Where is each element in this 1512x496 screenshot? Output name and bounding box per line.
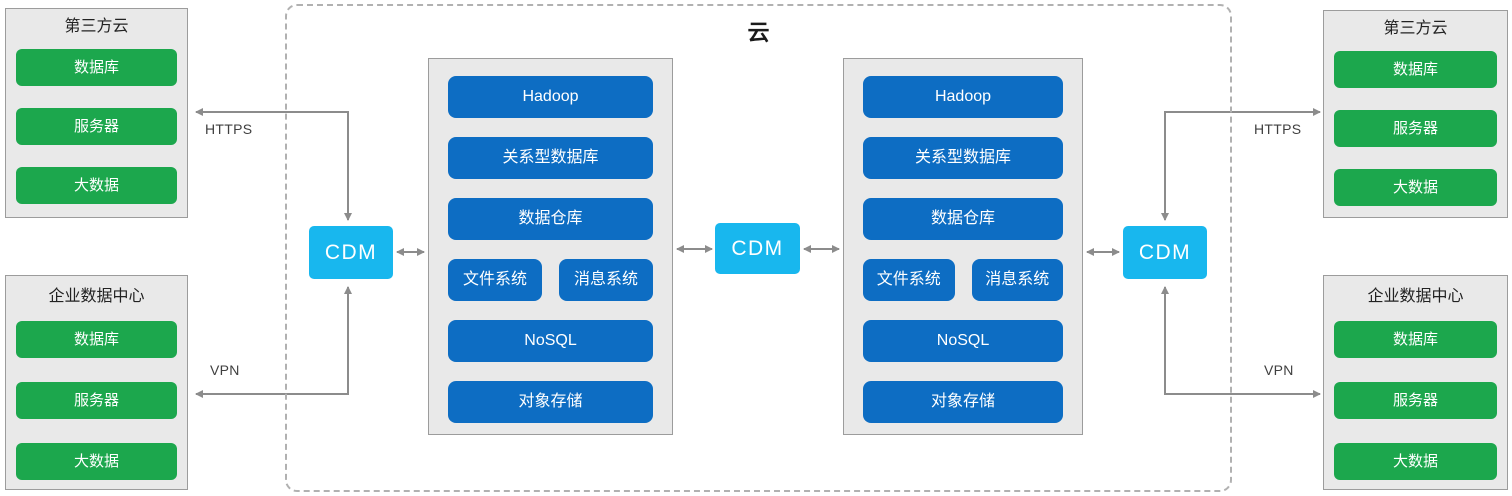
cloud-service-nosql: NoSQL: [863, 320, 1063, 362]
external-item-bigdata: 大数据: [1334, 443, 1497, 480]
cloud-service-hadoop: Hadoop: [448, 76, 653, 118]
cloud-service-object-storage: 对象存储: [448, 381, 653, 423]
cloud-service-nosql: NoSQL: [448, 320, 653, 362]
https-label-left: HTTPS: [205, 121, 253, 137]
vpn-label-right: VPN: [1264, 362, 1294, 378]
cloud-service-relational-db: 关系型数据库: [863, 137, 1063, 179]
cdm-node-right: CDM: [1123, 226, 1207, 279]
external-item-database: 数据库: [1334, 321, 1497, 358]
cdm-node-middle: CDM: [715, 223, 800, 274]
external-box-top-left: 第三方云 数据库 服务器 大数据: [5, 8, 188, 218]
external-item-server: 服务器: [1334, 382, 1497, 419]
cloud-service-file-system: 文件系统: [448, 259, 542, 301]
cloud-service-file-system: 文件系统: [863, 259, 955, 301]
external-item-bigdata: 大数据: [16, 443, 177, 480]
vpn-label-left: VPN: [210, 362, 240, 378]
cloud-service-split-row: 文件系统 消息系统: [863, 259, 1063, 301]
external-item-server: 服务器: [1334, 110, 1497, 147]
external-box-title: 企业数据中心: [1367, 288, 1464, 305]
cloud-service-data-warehouse: 数据仓库: [448, 198, 653, 240]
external-box-title: 第三方云: [64, 18, 129, 35]
external-box-top-right: 第三方云 数据库 服务器 大数据: [1323, 10, 1508, 218]
external-item-bigdata: 大数据: [1334, 169, 1497, 206]
external-item-bigdata: 大数据: [16, 167, 177, 204]
external-item-server: 服务器: [16, 382, 177, 419]
external-item-database: 数据库: [1334, 51, 1497, 88]
cdm-node-left: CDM: [309, 226, 393, 279]
cloud-service-split-row: 文件系统 消息系统: [448, 259, 653, 301]
cloud-service-data-warehouse: 数据仓库: [863, 198, 1063, 240]
external-item-database: 数据库: [16, 321, 177, 358]
external-box-title: 企业数据中心: [48, 288, 145, 305]
cloud-service-hadoop: Hadoop: [863, 76, 1063, 118]
external-box-bottom-left: 企业数据中心 数据库 服务器 大数据: [5, 275, 188, 490]
cloud-title: 云: [747, 20, 770, 45]
external-item-database: 数据库: [16, 49, 177, 86]
cloud-cluster-left: Hadoop 关系型数据库 数据仓库 文件系统 消息系统 NoSQL 对象存储: [428, 58, 673, 435]
cloud-cluster-right: Hadoop 关系型数据库 数据仓库 文件系统 消息系统 NoSQL 对象存储: [843, 58, 1083, 435]
cloud-service-object-storage: 对象存储: [863, 381, 1063, 423]
cloud-boundary: [285, 4, 1232, 492]
cloud-service-message-system: 消息系统: [971, 259, 1063, 301]
https-label-right: HTTPS: [1254, 121, 1302, 137]
cloud-service-relational-db: 关系型数据库: [448, 137, 653, 179]
external-item-server: 服务器: [16, 108, 177, 145]
external-box-bottom-right: 企业数据中心 数据库 服务器 大数据: [1323, 275, 1508, 490]
external-box-title: 第三方云: [1383, 20, 1448, 37]
cloud-service-message-system: 消息系统: [559, 259, 653, 301]
